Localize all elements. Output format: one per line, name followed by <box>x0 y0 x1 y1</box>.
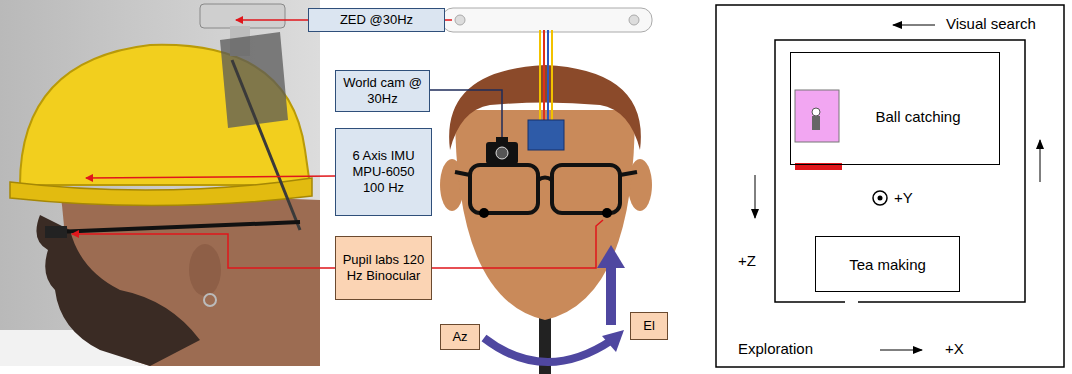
axis-label: +X <box>943 340 966 357</box>
floor-map <box>716 5 1064 367</box>
helmet-photo <box>0 0 320 366</box>
leader-lines <box>72 20 603 268</box>
label-text: Az <box>452 329 467 345</box>
sensor-label: ZED @30Hz <box>308 8 445 32</box>
head-cartoon <box>440 8 652 374</box>
label-text: World cam @ 30Hz <box>340 75 425 108</box>
axis-label: +Z <box>736 252 758 269</box>
room-box: Ball catching <box>790 52 1000 165</box>
label-text: ZED @30Hz <box>340 12 413 28</box>
label-text: El <box>643 318 655 334</box>
sensor-label: World cam @ 30Hz <box>335 70 430 112</box>
axis-label: +Y <box>892 189 915 206</box>
axis-label: El <box>630 312 668 340</box>
label-text: Pupil labs 120 Hz Binocular <box>340 252 427 285</box>
label-text: 6 Axis IMU MPU-6050 100 Hz <box>340 148 427 197</box>
label-text: Tea making <box>849 256 926 273</box>
room-box: Tea making <box>815 236 960 292</box>
axis-label: Az <box>440 324 480 350</box>
sensor-label: Pupil labs 120 Hz Binocular <box>335 236 432 300</box>
route-label: Visual search <box>944 15 1038 32</box>
sensor-label: 6 Axis IMU MPU-6050 100 Hz <box>335 128 432 216</box>
route-label: Exploration <box>736 340 815 357</box>
label-text: Ball catching <box>875 108 960 125</box>
